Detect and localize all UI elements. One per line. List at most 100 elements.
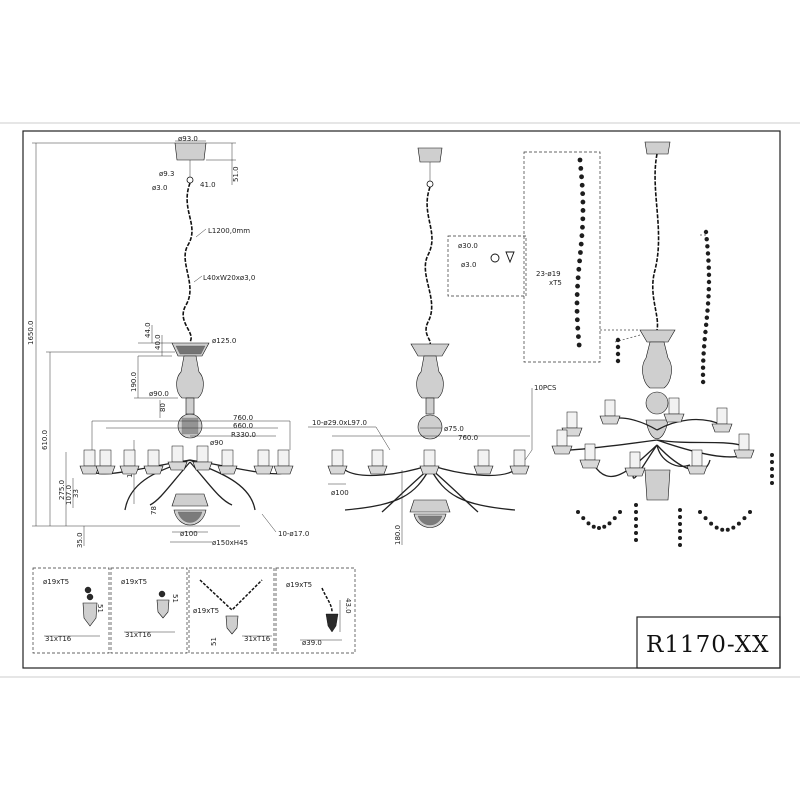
pendant-box-2 bbox=[110, 567, 188, 654]
front-arm-5 bbox=[149, 461, 191, 506]
crystal-bead bbox=[701, 344, 707, 349]
crystal-bead bbox=[706, 294, 711, 299]
title-block: R1170-XX bbox=[636, 616, 781, 669]
crystal-bead bbox=[612, 516, 617, 521]
dim-78: 78 bbox=[150, 506, 158, 515]
pendant-4-drop-size: ø39.0 bbox=[302, 639, 322, 647]
crystal-bead bbox=[580, 199, 586, 205]
crystal-dim-3: ø3.0 bbox=[461, 261, 476, 269]
side-chain bbox=[424, 186, 433, 345]
column-upper bbox=[176, 355, 204, 399]
crystal-bead bbox=[578, 241, 584, 247]
side-dim-pieces: 10PCS bbox=[534, 384, 557, 392]
crystal-bead bbox=[706, 286, 712, 292]
crystal-bead bbox=[706, 279, 712, 285]
persp-chain bbox=[651, 153, 660, 331]
persp-canopy bbox=[644, 141, 671, 155]
persp-column bbox=[642, 341, 672, 389]
crystal-bead bbox=[615, 358, 621, 364]
dim-40: 40.0 bbox=[154, 334, 162, 350]
front-arm-6 bbox=[189, 461, 233, 506]
pendant-3-drop-size: 31xT16 bbox=[244, 635, 271, 643]
drawing-frame bbox=[22, 130, 781, 669]
pendant-2-drop-size: 31xT16 bbox=[125, 631, 152, 639]
dim-bottom-diameter: ø100 bbox=[180, 530, 198, 538]
front-chain bbox=[182, 182, 193, 343]
pendant-2-drop bbox=[156, 599, 170, 619]
crystal-bead bbox=[591, 524, 596, 529]
dim-link-size: L40xW20xø3,0 bbox=[203, 274, 255, 282]
crystal-bead bbox=[770, 460, 774, 464]
crystal-bead bbox=[578, 250, 583, 255]
crystal-bead bbox=[574, 300, 580, 306]
dim-chain-length: L1200,0mm bbox=[208, 227, 250, 235]
crystal-bead bbox=[579, 233, 585, 239]
crystal-bead bbox=[580, 216, 586, 222]
crystal-bead bbox=[575, 325, 581, 331]
pendant-box-4 bbox=[275, 567, 356, 654]
crystal-bead bbox=[578, 166, 584, 171]
crystal-bead bbox=[580, 224, 585, 230]
crystal-bead bbox=[574, 317, 580, 323]
crystal-bead bbox=[703, 329, 708, 335]
crystal-bead bbox=[678, 543, 682, 547]
crystal-bead bbox=[703, 322, 709, 328]
side-dim-ring-diameter: ø75.0 bbox=[444, 425, 464, 433]
front-view: ø93.0 51.0 ø9.3 ø3.0 41.0 L1200,0mm L40x… bbox=[27, 135, 309, 548]
pendant-2-height: 51 bbox=[171, 594, 179, 603]
strand-detail-box bbox=[523, 151, 601, 363]
crystal-bead bbox=[634, 531, 638, 535]
pendant-1-drop-size: 31xT16 bbox=[45, 635, 72, 643]
model-number: R1170-XX bbox=[646, 632, 770, 658]
crystal-bead bbox=[720, 527, 725, 532]
dim-ring-label: ø3.0 bbox=[152, 184, 167, 192]
crystal-bead bbox=[736, 521, 741, 526]
crystal-bead bbox=[706, 258, 711, 263]
strand-spec: 23-ø19 bbox=[536, 270, 561, 278]
crystal-bead bbox=[705, 251, 711, 256]
dim-ball-diameter: ø90.0 bbox=[149, 390, 169, 398]
front-candles bbox=[79, 445, 294, 475]
crystal-bead bbox=[634, 503, 638, 507]
side-ball bbox=[417, 414, 443, 440]
dim-top-cup-diameter: ø125.0 bbox=[212, 337, 236, 345]
crystal-bead bbox=[581, 516, 586, 521]
crystal-bead bbox=[615, 344, 621, 350]
crystal-dim-30: ø30.0 bbox=[458, 242, 478, 250]
crystal-bead bbox=[702, 336, 707, 342]
side-canopy bbox=[417, 147, 443, 163]
side-column bbox=[416, 355, 444, 399]
pendant-1-height: 51 bbox=[96, 604, 104, 613]
side-dim-cup-diameter: ø100 bbox=[331, 489, 349, 497]
dim-hook-diameter: ø9.3 bbox=[159, 170, 174, 178]
crystal-bead bbox=[725, 527, 730, 532]
crystal-bead bbox=[703, 516, 708, 521]
crystal-bead bbox=[709, 521, 714, 526]
crystal-bead bbox=[618, 510, 622, 514]
crystal-bead bbox=[576, 510, 580, 514]
side-dim-bottom-height: 180.0 bbox=[394, 525, 402, 545]
side-dim-span: 760.0 bbox=[458, 434, 478, 442]
crystal-detail: ø30.0 ø3.0 23-ø19 xT5 bbox=[447, 151, 601, 363]
crystal-bead bbox=[576, 342, 582, 348]
dim-33: 33 bbox=[72, 489, 80, 498]
dim-190-top: 190.0 bbox=[130, 372, 138, 392]
pendant-1-drop bbox=[82, 602, 98, 627]
crystal-bead bbox=[577, 157, 583, 163]
dim-275: 275.0 bbox=[58, 480, 66, 500]
strand-beads bbox=[574, 157, 586, 348]
dim-35: 35.0 bbox=[76, 532, 84, 548]
hook-ring bbox=[186, 176, 194, 184]
crystal-bead bbox=[579, 174, 584, 180]
crystal-bead bbox=[705, 308, 710, 313]
crystal-bead bbox=[602, 524, 607, 529]
crystal-bead bbox=[678, 529, 682, 533]
strand-spec-2: xT5 bbox=[549, 279, 562, 287]
crystal-bead bbox=[576, 266, 582, 272]
crystal-bead bbox=[678, 522, 682, 526]
dim-canopy-height: 51.0 bbox=[232, 166, 240, 182]
pendant-1-bead: ø19xT5 bbox=[43, 578, 69, 586]
crystal-bead bbox=[705, 244, 710, 249]
crystal-bead bbox=[575, 275, 581, 281]
crystal-bead bbox=[580, 191, 586, 197]
